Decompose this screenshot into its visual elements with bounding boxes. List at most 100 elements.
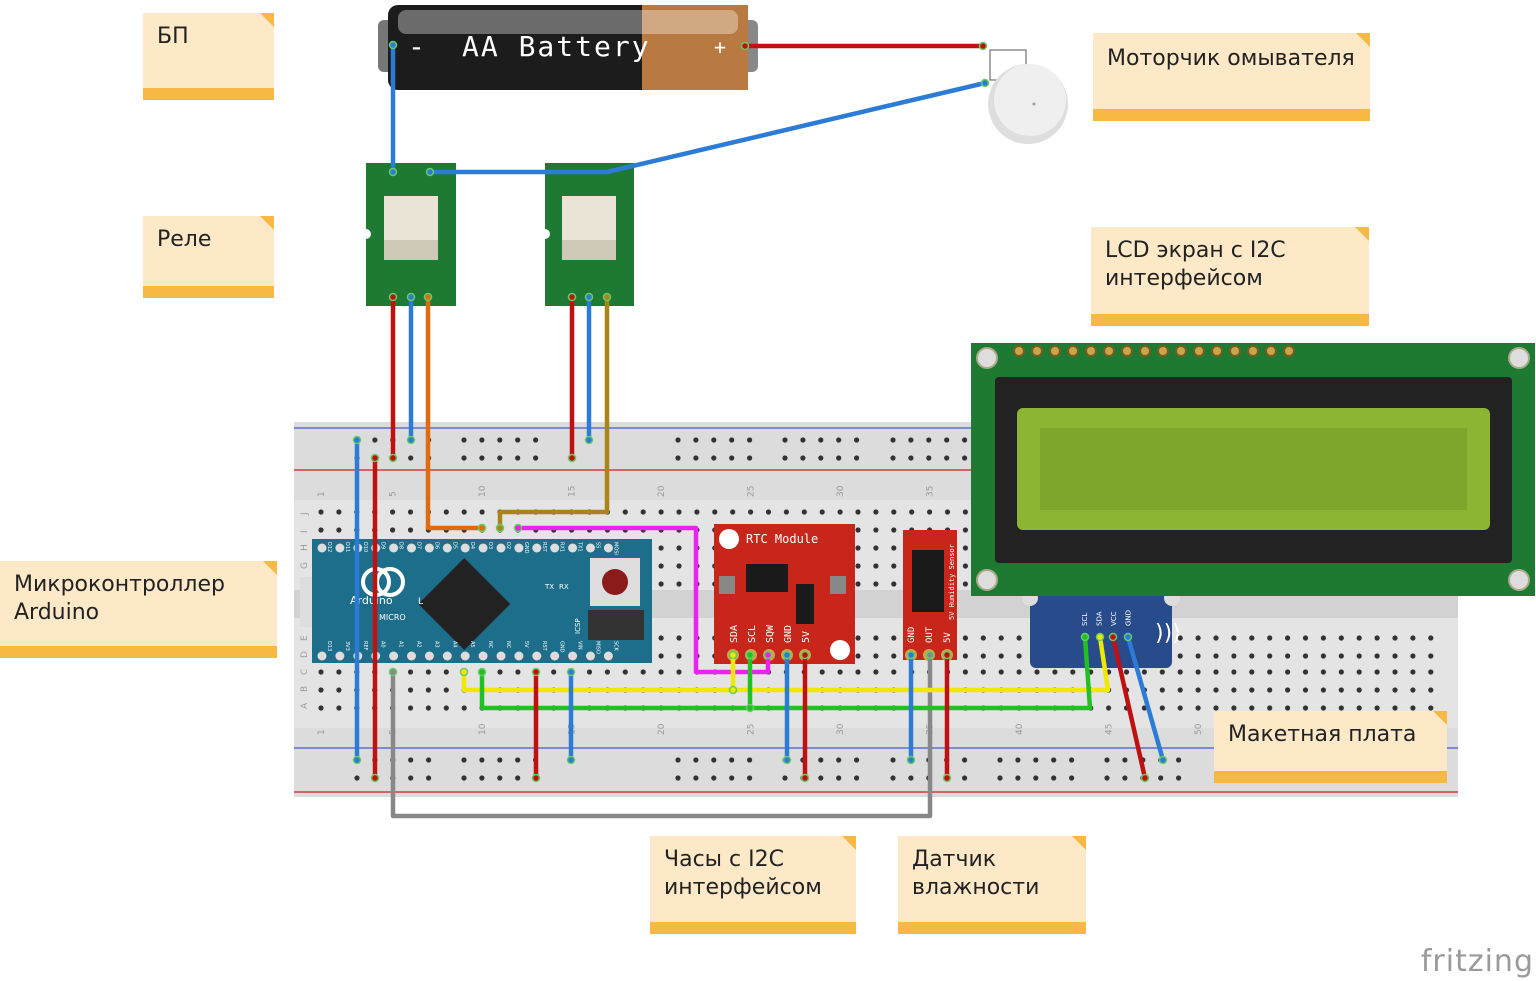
breadboard-hole[interactable] [1159, 669, 1165, 675]
wire-end[interactable] [745, 703, 755, 713]
rail-hole[interactable] [908, 437, 914, 443]
wire-end[interactable] [352, 435, 362, 445]
note-lcd[interactable]: LCD экран с I2C интерфейсом [1091, 227, 1369, 326]
breadboard-hole[interactable] [1320, 669, 1326, 675]
wire-end[interactable] [745, 650, 755, 660]
aa-battery[interactable]: - AA Battery + [378, 5, 758, 90]
lcd-pin[interactable] [1013, 345, 1025, 357]
rail-hole[interactable] [1051, 775, 1057, 781]
breadboard-hole[interactable] [1267, 669, 1273, 675]
wire-end[interactable] [1108, 632, 1118, 642]
breadboard-hole[interactable] [837, 669, 843, 675]
wire-end[interactable] [388, 667, 398, 677]
breadboard-hole[interactable] [1302, 705, 1309, 711]
rail-hole[interactable] [747, 757, 753, 763]
lcd-pin[interactable] [1229, 345, 1241, 357]
breadboard-hole[interactable] [1320, 687, 1326, 693]
breadboard-hole[interactable] [1338, 687, 1344, 693]
breadboard-hole[interactable] [390, 509, 396, 515]
breadboard-hole[interactable] [425, 687, 431, 693]
lcd-pin[interactable] [1049, 345, 1061, 357]
rail-hole[interactable] [1104, 757, 1110, 763]
breadboard-hole[interactable] [443, 509, 449, 515]
breadboard-hole[interactable] [962, 653, 969, 659]
breadboard-hole[interactable] [407, 527, 414, 533]
rail-hole[interactable] [836, 775, 842, 781]
breadboard-hole[interactable] [998, 669, 1004, 675]
breadboard-hole[interactable] [318, 687, 324, 693]
wire-end[interactable] [513, 523, 523, 533]
rail-hole[interactable] [854, 775, 860, 781]
wire-end[interactable] [370, 453, 380, 463]
arduino-pin[interactable] [496, 543, 506, 553]
relay-2[interactable] [540, 163, 634, 306]
rail-hole[interactable] [479, 437, 485, 443]
breadboard-hole[interactable] [1338, 635, 1344, 641]
wire-end[interactable] [531, 773, 541, 783]
breadboard-hole[interactable] [998, 653, 1004, 659]
arduino-pin[interactable] [442, 651, 452, 661]
breadboard-hole[interactable] [909, 509, 915, 515]
breadboard-hole[interactable] [676, 669, 682, 675]
breadboard-hole[interactable] [944, 509, 951, 515]
arduino-pin[interactable] [335, 651, 345, 661]
breadboard-hole[interactable] [855, 669, 861, 675]
breadboard-hole[interactable] [461, 509, 467, 515]
wire-end[interactable] [728, 650, 738, 660]
breadboard-hole[interactable] [443, 669, 449, 675]
breadboard-hole[interactable] [1195, 653, 1201, 659]
rail-hole[interactable] [782, 437, 788, 443]
rail-hole[interactable] [747, 437, 753, 443]
rail-hole[interactable] [747, 775, 753, 781]
rail-hole[interactable] [782, 455, 788, 461]
wire-end[interactable] [1123, 632, 1133, 642]
wire[interactable] [1125, 634, 1166, 763]
breadboard-hole[interactable] [891, 669, 897, 675]
breadboard-hole[interactable] [1374, 653, 1380, 659]
breadboard-hole[interactable] [1428, 669, 1434, 675]
rail-hole[interactable] [854, 437, 860, 443]
breadboard-hole[interactable] [1213, 653, 1219, 659]
breadboard-hole[interactable] [515, 669, 521, 675]
breadboard-hole[interactable] [1070, 669, 1076, 675]
rail-hole[interactable] [461, 455, 467, 461]
breadboard-hole[interactable] [425, 705, 431, 711]
breadboard-hole[interactable] [891, 509, 897, 515]
arduino-pin[interactable] [389, 543, 399, 553]
arduino-pin[interactable] [407, 651, 416, 661]
rail-hole[interactable] [962, 437, 968, 443]
arduino-pin[interactable] [568, 651, 578, 661]
breadboard-hole[interactable] [962, 509, 969, 515]
wire-end[interactable] [763, 650, 773, 660]
breadboard-hole[interactable] [1195, 635, 1201, 641]
breadboard-hole[interactable] [1338, 705, 1344, 711]
wire-end[interactable] [584, 292, 594, 302]
rail-hole[interactable] [497, 455, 503, 461]
breadboard-hole[interactable] [1159, 705, 1165, 711]
breadboard-hole[interactable] [1231, 669, 1237, 675]
wire-end[interactable] [388, 40, 398, 50]
arduino-pin[interactable] [442, 543, 452, 553]
breadboard-hole[interactable] [891, 635, 897, 641]
rail-hole[interactable] [836, 757, 842, 763]
wire-end[interactable] [980, 78, 990, 88]
breadboard-hole[interactable] [1410, 635, 1416, 641]
breadboard-hole[interactable] [962, 563, 969, 569]
breadboard-hole[interactable] [855, 563, 861, 569]
breadboard-hole[interactable] [1231, 653, 1237, 659]
note-motor[interactable]: Моторчик омывателя [1093, 33, 1370, 121]
breadboard-hole[interactable] [1267, 635, 1273, 641]
breadboard-hole[interactable] [748, 509, 754, 515]
breadboard-hole[interactable] [336, 687, 342, 693]
wire-end[interactable] [978, 41, 988, 51]
rail-hole[interactable] [908, 455, 914, 461]
wire-end[interactable] [584, 435, 594, 445]
breadboard-hole[interactable] [891, 563, 897, 569]
rail-hole[interactable] [693, 757, 699, 763]
breadboard-hole[interactable] [1410, 687, 1416, 693]
breadboard-hole[interactable] [658, 653, 664, 659]
breadboard-hole[interactable] [998, 635, 1004, 641]
rail-hole[interactable] [711, 775, 717, 781]
